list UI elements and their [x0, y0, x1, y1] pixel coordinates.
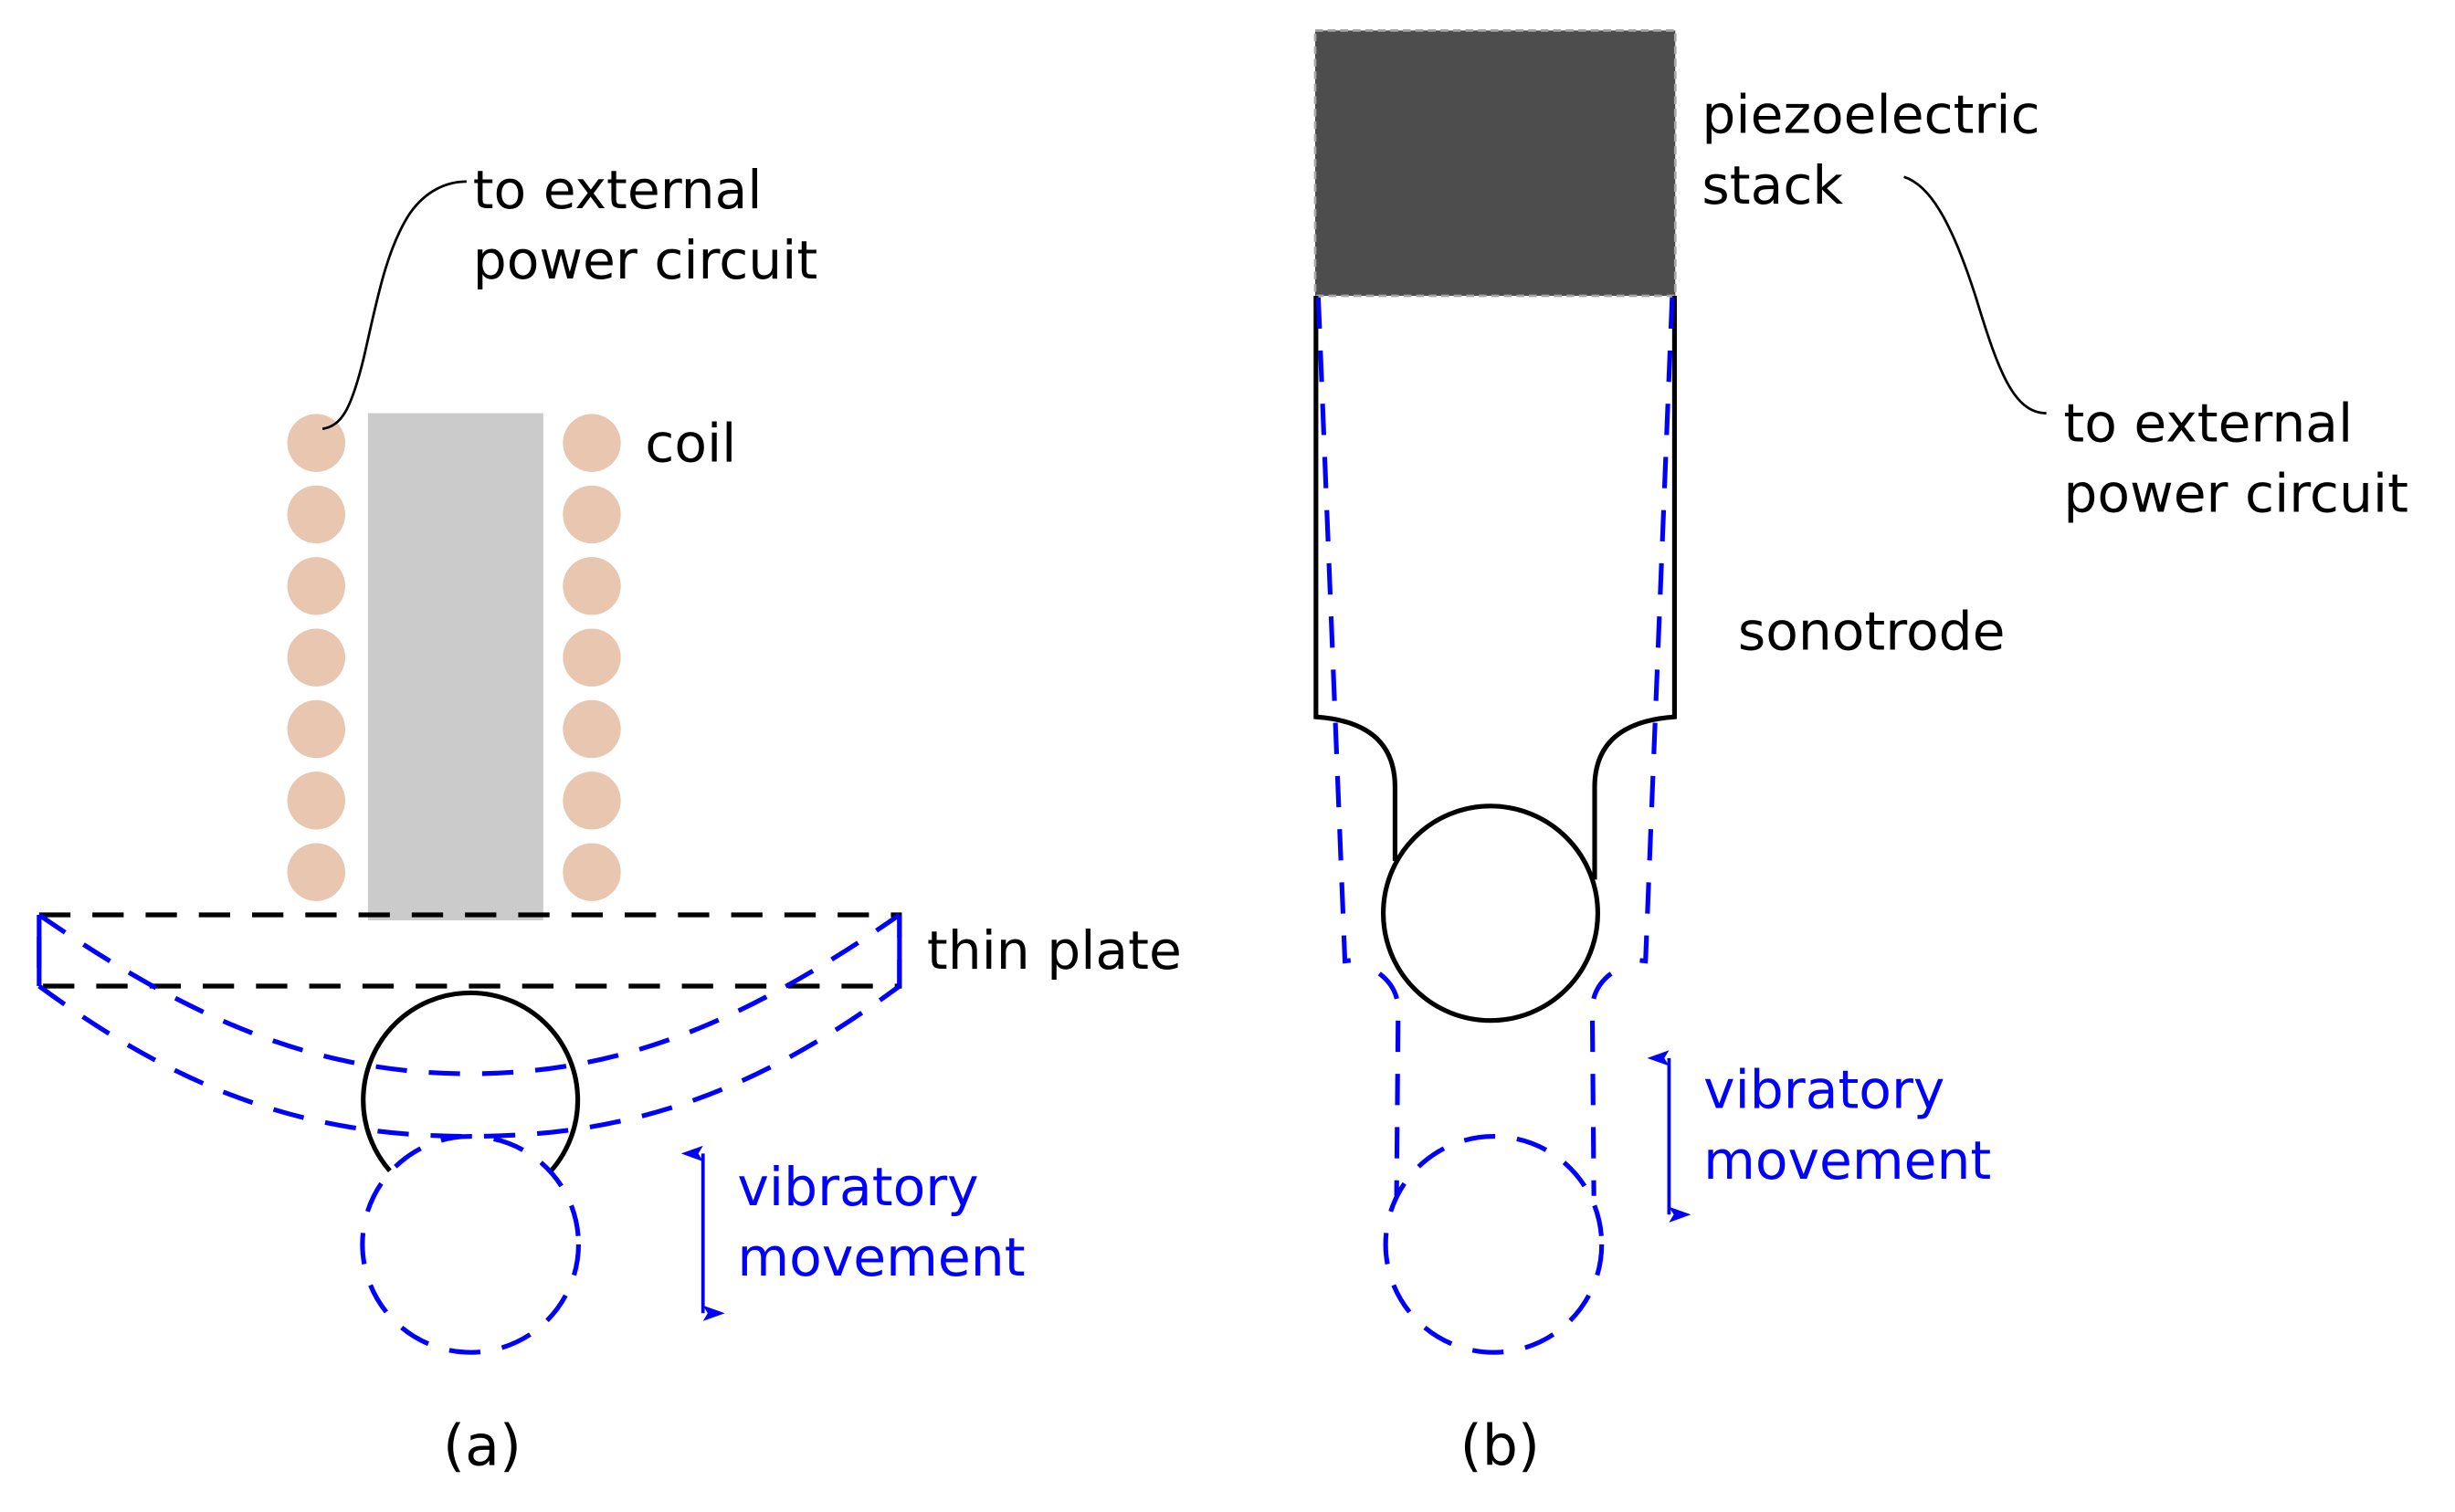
power-leader-line-a — [321, 180, 467, 431]
bent-plate-lower-edge — [37, 983, 901, 1139]
coil-turn — [563, 414, 621, 472]
power-circuit-label-a-line1: to external — [473, 159, 763, 221]
coil-turn — [563, 557, 621, 615]
panel-b: piezoelectric stack to external power ci… — [1313, 29, 2408, 1479]
coil-turn — [563, 843, 621, 901]
bent-plate-upper-edge — [37, 912, 901, 1076]
coil-label: coil — [645, 413, 736, 475]
piezo-label-line1: piezoelectric — [1702, 84, 2039, 146]
caption-b: (b) — [1460, 1413, 1540, 1479]
coil-turn — [287, 414, 345, 472]
displaced-sonotrode-right-neck — [1589, 971, 1613, 1196]
vibration-label-b-line1: vibratory — [1703, 1059, 1944, 1121]
sonotrode-right — [1592, 296, 1677, 880]
power-circuit-label-a-line2: power circuit — [473, 229, 818, 291]
coil-turn — [287, 699, 345, 759]
coil-turn — [563, 485, 621, 544]
power-leader-line-b — [1903, 175, 2047, 415]
coil-turn — [287, 557, 345, 615]
thin-plate — [37, 912, 902, 989]
displaced-ball-b — [1383, 1134, 1605, 1355]
displaced-sonotrode-right — [1631, 297, 1675, 964]
coil-turn — [563, 628, 621, 687]
sonotrode — [1313, 296, 1397, 861]
magnetic-core — [367, 413, 543, 921]
coil-turn — [287, 843, 345, 901]
vibration-label-b-line2: movement — [1703, 1129, 1991, 1192]
displaced-ball-a — [360, 1134, 581, 1355]
coil-turn — [563, 699, 621, 759]
caption-a: (a) — [443, 1413, 522, 1479]
piezo-label-line2: stack — [1702, 154, 1843, 216]
vibration-label-a-line1: vibratory — [737, 1156, 978, 1218]
vibration-label-a-line2: movement — [737, 1226, 1025, 1288]
power-circuit-label-b-line2: power circuit — [2063, 463, 2408, 525]
coil-left-turns — [287, 414, 345, 901]
coil-turn — [287, 628, 345, 687]
panel-a: to external power circuit coil thin plat… — [37, 159, 1182, 1479]
sonotrode-label: sonotrode — [1738, 600, 2006, 662]
coil-right-turns — [563, 414, 621, 901]
coil-turn — [563, 772, 621, 830]
displaced-sonotrode-left-neck — [1377, 971, 1401, 1196]
thin-plate-label: thin plate — [927, 919, 1182, 982]
coil-turn — [287, 485, 345, 544]
ball-a — [361, 990, 581, 1172]
displaced-sonotrode-left — [1315, 297, 1360, 964]
piezoelectric-stack — [1313, 29, 1677, 298]
power-circuit-label-b-line1: to external — [2063, 392, 2353, 454]
ball-b — [1381, 803, 1600, 1024]
coil-turn — [287, 772, 345, 830]
